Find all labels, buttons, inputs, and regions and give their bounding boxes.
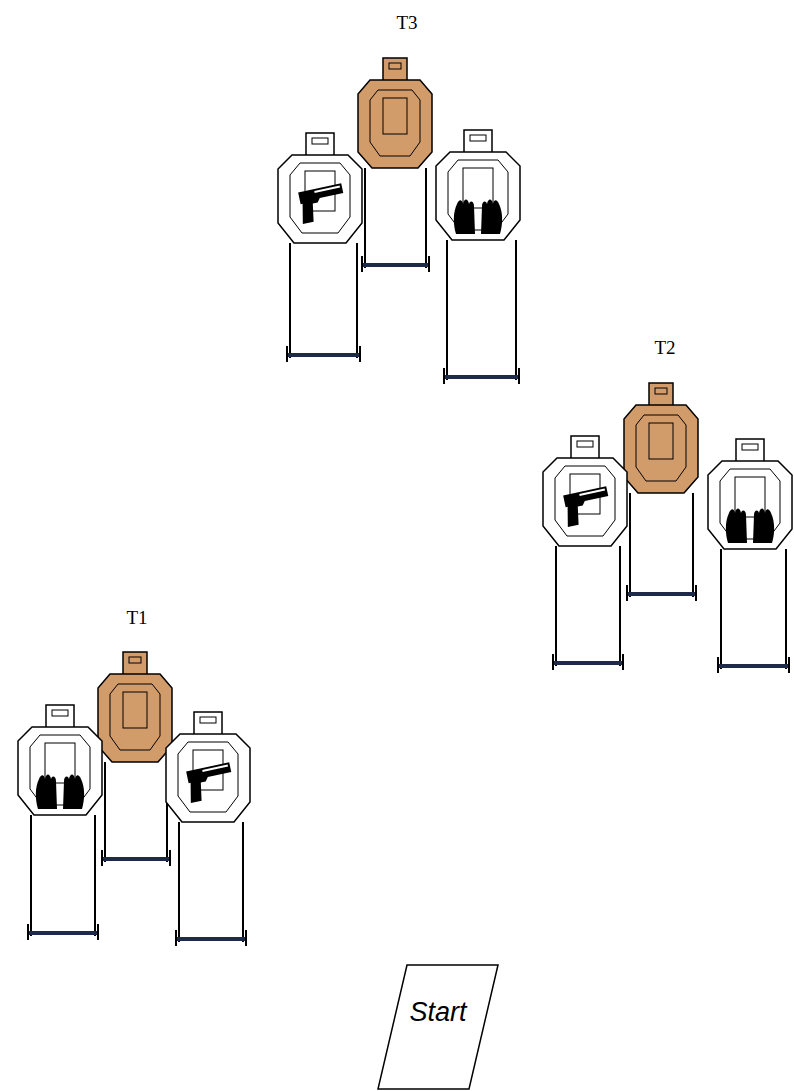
target-group-label: T1 xyxy=(126,607,147,629)
start-box: Start xyxy=(378,965,498,1089)
target-group-label: T3 xyxy=(396,12,417,34)
start-text: Start xyxy=(378,997,498,1028)
target-group-label: T2 xyxy=(654,337,675,359)
